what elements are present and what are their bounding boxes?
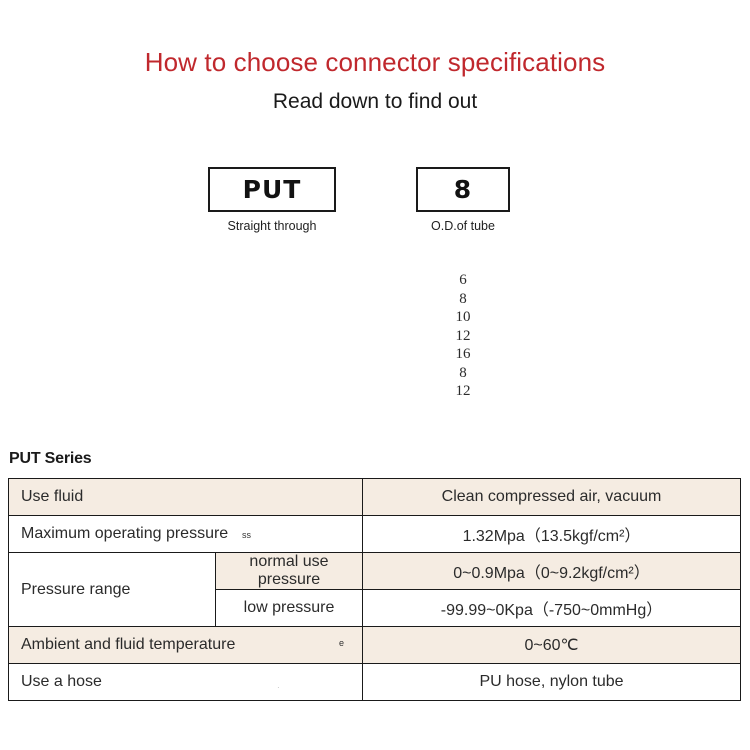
- part-number-diagram: PUT Straight through 8 O.D.of tube: [0, 167, 750, 237]
- series-code-caption: Straight through: [227, 219, 317, 233]
- spec-table: Use fluid Clean compressed air, vacuum M…: [8, 478, 741, 701]
- od-size-option-list: 6 8 10 12 16 8 12: [416, 271, 510, 401]
- row-label: Use a hose ·: [8, 663, 363, 701]
- table-row: Use a hose · PU hose, nylon tube: [8, 663, 741, 701]
- list-item: 16: [455, 346, 471, 362]
- list-item: 8: [459, 364, 467, 381]
- series-code-value: PUT: [242, 175, 302, 204]
- table-row: Maximum operating pressure ss 1.32Mpa（13.…: [8, 515, 741, 553]
- list-item: 12: [455, 327, 471, 344]
- od-code-value: 8: [453, 175, 473, 204]
- table-row: Use fluid Clean compressed air, vacuum: [8, 478, 741, 516]
- page-title: How to choose connector specifications: [144, 47, 606, 77]
- od-code-box: 8: [416, 167, 510, 212]
- list-item: 8: [459, 290, 467, 307]
- row-value: 0~0.9Mpa（0~9.2kgf/cm²）: [362, 552, 741, 590]
- table-row: Pressure range normal use pressure 0~0.9…: [8, 552, 741, 627]
- scan-artifact: ·: [277, 683, 280, 692]
- row-sublabel: normal use pressure: [215, 552, 363, 590]
- row-sublabel: low pressure: [215, 589, 363, 627]
- row-value: Clean compressed air, vacuum: [362, 478, 741, 516]
- table-row: low pressure -99.99~0Kpa（-750~0mmHg）: [9, 589, 741, 627]
- row-label: Pressure range: [8, 552, 216, 627]
- spec-table-heading: PUT Series: [9, 450, 92, 467]
- row-label-text: Use a hose: [21, 673, 102, 690]
- page-subtitle: Read down to find out: [272, 89, 478, 113]
- list-item: 12: [455, 383, 471, 399]
- scan-artifact: e: [339, 638, 345, 648]
- table-row: Ambient and fluid temperature e 0~60℃: [8, 626, 741, 664]
- od-code-caption: O.D.of tube: [431, 219, 495, 233]
- row-value: 0~60℃: [362, 626, 741, 664]
- row-label: Use fluid: [8, 478, 363, 516]
- row-label: Ambient and fluid temperature e: [8, 626, 363, 664]
- row-value: -99.99~0Kpa（-750~0mmHg）: [362, 589, 741, 627]
- list-item: 6: [459, 272, 467, 288]
- row-label: Maximum operating pressure ss: [8, 515, 363, 553]
- page-header: How to choose connector specifications R…: [0, 0, 750, 113]
- row-value: 1.32Mpa（13.5kgf/cm²）: [362, 515, 741, 553]
- scan-artifact: ss: [242, 530, 251, 540]
- spec-table-container: Use fluid Clean compressed air, vacuum M…: [8, 478, 741, 701]
- list-item: 10: [455, 309, 471, 325]
- series-code-box: PUT: [208, 167, 336, 212]
- row-label-text: Ambient and fluid temperature: [21, 636, 236, 653]
- row-value: PU hose, nylon tube: [362, 663, 741, 701]
- row-label-text: Maximum operating pressure: [21, 525, 229, 542]
